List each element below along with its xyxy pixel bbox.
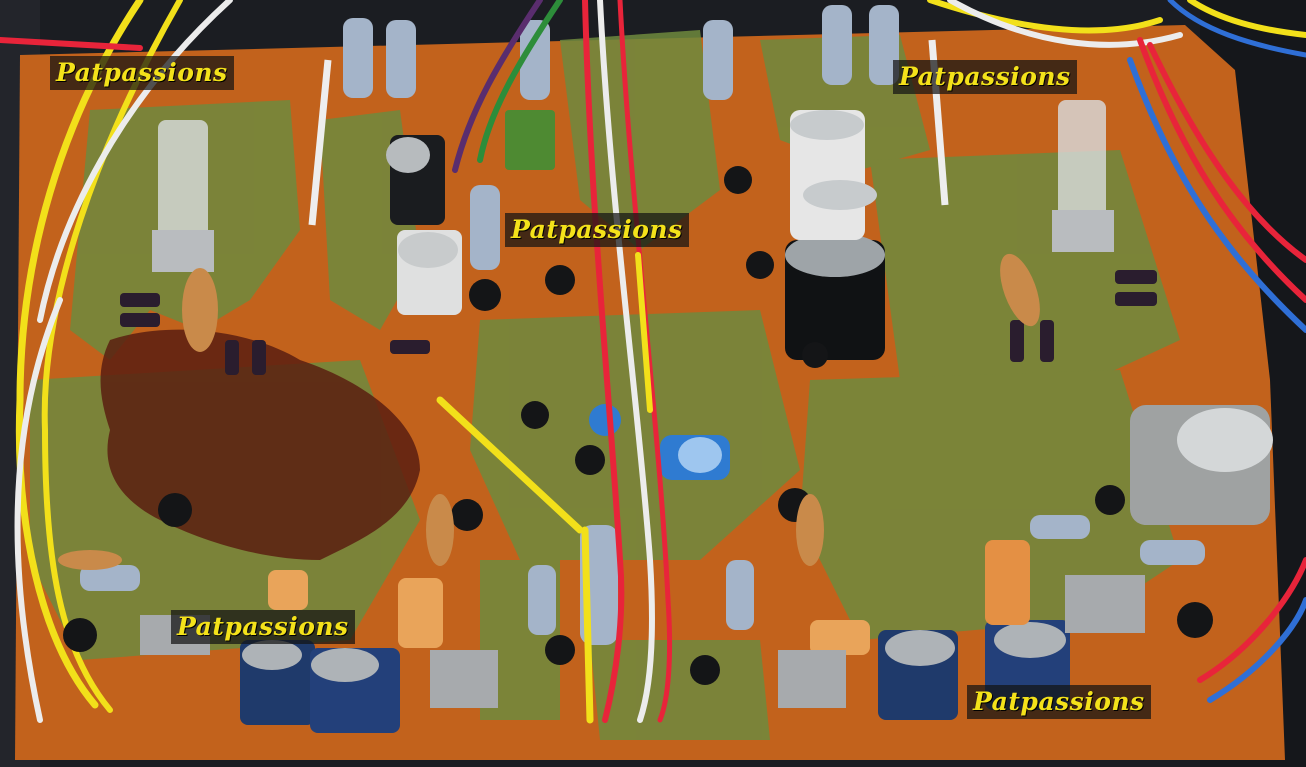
wire-yellow-left <box>15 0 144 709</box>
capacitor-silver-stack <box>790 110 877 240</box>
watermark-center: Patpassions <box>505 213 689 247</box>
fuse-left <box>152 120 214 272</box>
capacitors-bottom-left <box>240 640 400 733</box>
capacitor-black-pair-1 <box>386 135 445 225</box>
wire-yellow-diagonal <box>436 396 584 534</box>
power-transistors <box>140 575 1145 708</box>
capacitor-silver-small <box>397 230 462 315</box>
wire-blue-right <box>1127 57 1306 333</box>
fuse-right <box>1052 100 1114 252</box>
wire-red-center <box>582 0 625 723</box>
watermark-top-right: Patpassions <box>893 60 1077 94</box>
transistors <box>63 166 1213 685</box>
capacitor-tall-black <box>785 233 885 360</box>
capacitor-blue-small <box>589 404 730 480</box>
capacitor-orange-small <box>268 540 1030 655</box>
wire-white-left <box>14 297 63 723</box>
film-capacitor <box>505 110 555 170</box>
watermark-bottom-left: Patpassions <box>171 610 355 644</box>
watermark-bottom-right: Patpassions <box>967 685 1151 719</box>
capacitor-right-gray <box>1130 405 1273 525</box>
diodes <box>120 270 1157 375</box>
watermark-top-left: Patpassions <box>50 56 234 90</box>
